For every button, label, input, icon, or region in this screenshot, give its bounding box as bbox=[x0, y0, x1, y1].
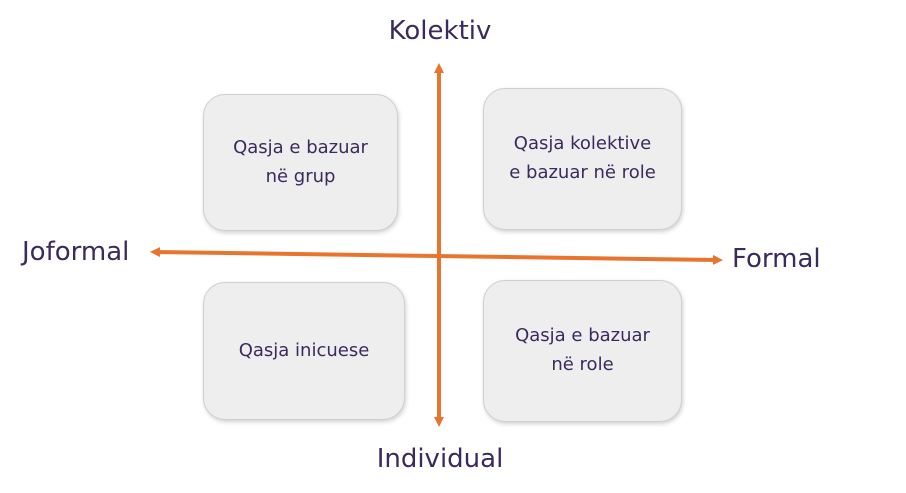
axis-label-bottom: Individual bbox=[376, 444, 504, 474]
quadrant-bottom-right: Qasja e bazuar në role bbox=[483, 280, 682, 422]
quadrant-top-left-line1: Qasja e bazuar bbox=[233, 136, 368, 158]
axis-label-top: Kolektiv bbox=[388, 16, 492, 46]
quadrant-bottom-left-line1: Qasja inicuese bbox=[238, 339, 370, 361]
axis-label-right: Formal bbox=[732, 244, 821, 274]
quadrant-bottom-right-line1: Qasja e bazuar bbox=[515, 325, 650, 347]
quadrant-top-right-line1: Qasja kolektive bbox=[513, 133, 652, 155]
quadrant-top-left: Qasja e bazuar në grup bbox=[203, 94, 398, 231]
quadrant-top-left-line2: në grup bbox=[265, 165, 336, 187]
quadrant-bottom-right-line2: në role bbox=[551, 354, 614, 375]
quadrant-top-right: Qasja kolektive e bazuar në role bbox=[483, 88, 682, 230]
horizontal-axis-arrow bbox=[150, 247, 723, 265]
quadrant-top-right-line2: e bazuar në role bbox=[509, 162, 656, 183]
quadrant-bottom-left: Qasja inicuese bbox=[203, 282, 405, 420]
axis-label-left: Joformal bbox=[22, 237, 130, 267]
